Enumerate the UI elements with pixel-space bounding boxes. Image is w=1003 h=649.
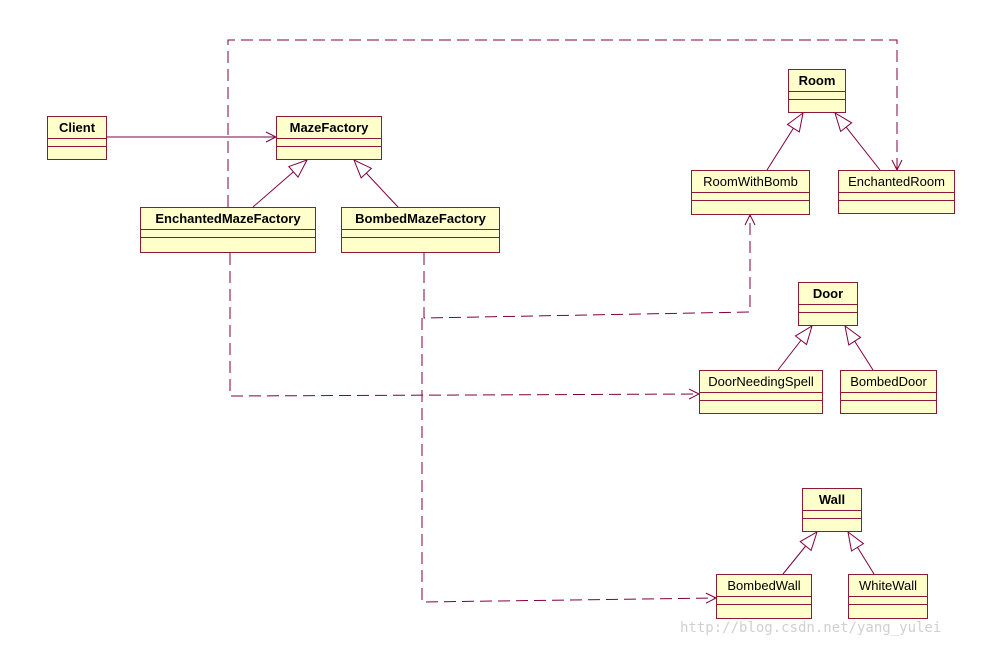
class-name: Room <box>789 70 845 92</box>
class-roomwithbomb[interactable]: RoomWithBomb <box>691 170 810 215</box>
dependency-enchantedmazefactory-enchantedroom <box>227 39 897 207</box>
class-bombedwall[interactable]: BombedWall <box>716 574 812 619</box>
generalization-whitewall-wall <box>848 532 875 575</box>
generalization-bombedwall-wall <box>782 532 817 575</box>
class-door[interactable]: Door <box>798 282 858 326</box>
operations-compartment <box>799 313 857 321</box>
class-bombedmazefactory[interactable]: BombedMazeFactory <box>341 207 500 253</box>
attributes-compartment <box>342 230 499 238</box>
generalization-enchantedmazefactory-mazefactory <box>252 160 307 208</box>
class-name: EnchantedMazeFactory <box>141 208 315 230</box>
class-name: DoorNeedingSpell <box>700 371 822 393</box>
dependency-enchantedmazefactory-doorneedingspell <box>229 253 699 396</box>
operations-compartment <box>48 147 106 155</box>
attributes-compartment <box>799 305 857 313</box>
generalization-enchantedroom-room <box>835 113 881 171</box>
attributes-compartment <box>277 139 381 147</box>
generalization-roomwithbomb-room <box>766 113 803 171</box>
operations-compartment <box>700 401 822 409</box>
class-bombeddoor[interactable]: BombedDoor <box>840 370 937 414</box>
class-name: Client <box>48 117 106 139</box>
dependency-bombedmazefactory-roomwithbomb <box>423 215 750 319</box>
attributes-compartment <box>717 597 811 605</box>
attributes-compartment <box>141 230 315 238</box>
class-client[interactable]: Client <box>47 116 107 160</box>
class-name: BombedWall <box>717 575 811 597</box>
class-name: WhiteWall <box>849 575 927 597</box>
operations-compartment <box>841 401 936 409</box>
attributes-compartment <box>849 597 927 605</box>
class-name: BombedDoor <box>841 371 936 393</box>
generalization-bombeddoor-door <box>845 326 874 371</box>
operations-compartment <box>803 519 861 527</box>
operations-compartment <box>717 605 811 613</box>
attributes-compartment <box>48 139 106 147</box>
class-wall[interactable]: Wall <box>802 488 862 532</box>
class-room[interactable]: Room <box>788 69 846 113</box>
class-name: MazeFactory <box>277 117 381 139</box>
operations-compartment <box>342 238 499 246</box>
operations-compartment <box>839 201 954 209</box>
class-enchantedroom[interactable]: EnchantedRoom <box>838 170 955 214</box>
attributes-compartment <box>692 193 809 201</box>
class-doorneedingspell[interactable]: DoorNeedingSpell <box>699 370 823 414</box>
dependency-bombedmazefactory-bombedwall <box>421 318 716 602</box>
attributes-compartment <box>839 193 954 201</box>
operations-compartment <box>849 605 927 613</box>
attributes-compartment <box>841 393 936 401</box>
generalization-bombedmazefactory-mazefactory <box>354 160 399 208</box>
operations-compartment <box>141 238 315 246</box>
class-mazefactory[interactable]: MazeFactory <box>276 116 382 160</box>
watermark-text: http://blog.csdn.net/yang_yulei <box>680 620 942 636</box>
class-enchantedmazefactory[interactable]: EnchantedMazeFactory <box>140 207 316 253</box>
attributes-compartment <box>803 511 861 519</box>
class-name: Door <box>799 283 857 305</box>
attributes-compartment <box>789 92 845 100</box>
operations-compartment <box>277 147 381 155</box>
attributes-compartment <box>700 393 822 401</box>
class-whitewall[interactable]: WhiteWall <box>848 574 928 619</box>
class-name: Wall <box>803 489 861 511</box>
class-name: RoomWithBomb <box>692 171 809 193</box>
class-name: BombedMazeFactory <box>342 208 499 230</box>
generalization-doorneedingspell-door <box>777 326 812 371</box>
operations-compartment <box>789 100 845 108</box>
operations-compartment <box>692 201 809 209</box>
class-name: EnchantedRoom <box>839 171 954 193</box>
